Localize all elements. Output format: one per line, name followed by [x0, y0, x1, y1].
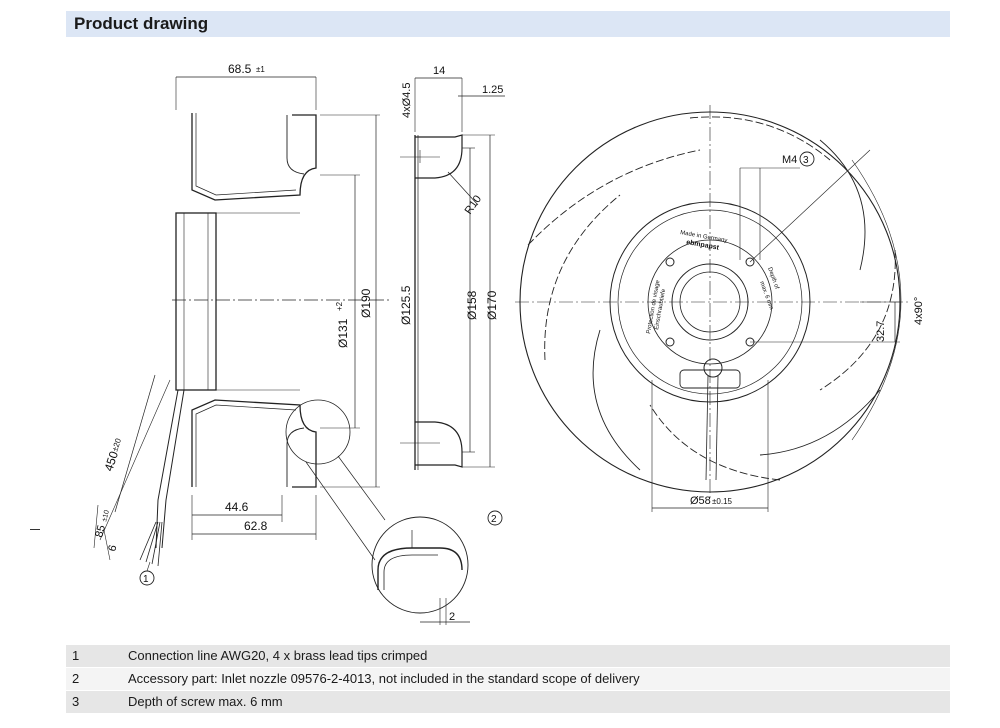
- dim-lead-tol: ±10: [101, 509, 111, 522]
- dim-d158: Ø158: [465, 290, 479, 320]
- callout-1: 1: [143, 574, 149, 585]
- note-number: 1: [72, 648, 80, 663]
- dim-1-25: 1.25: [482, 84, 503, 96]
- dim-cable-length: 450: [102, 449, 122, 473]
- front-view-labels: M4 3 Made in Germany ebmpapst Depth of m…: [646, 154, 925, 507]
- label-depth-1: Depth of: [766, 267, 780, 291]
- dim-d131-tol: +2: [335, 301, 344, 311]
- label-m4: M4: [782, 154, 797, 166]
- note-row: 2 Accessory part: Inlet nozzle 09576-2-4…: [66, 667, 950, 690]
- note-text: Depth of screw max. 6 mm: [128, 694, 283, 709]
- section-view: [400, 77, 505, 470]
- section-header: Product drawing: [66, 11, 950, 37]
- section-title: Product drawing: [74, 14, 209, 33]
- dim-62-8: 62.8: [244, 519, 268, 533]
- dim-width-tol: ±1: [256, 65, 265, 74]
- dim-d58-tol: ±0.15: [712, 497, 733, 506]
- note-text: Connection line AWG20, 4 x brass lead ti…: [128, 648, 428, 663]
- dim-holes: 4xØ4.5: [401, 83, 413, 118]
- note-number: 2: [72, 671, 80, 686]
- dim-d125-5: Ø125.5: [399, 285, 413, 325]
- technical-drawing: 68.5 ±1 Ø131 +2 Ø190 44.6 62.8 450 ±20 8…: [93, 62, 925, 625]
- dim-width: 68.5: [228, 62, 252, 76]
- dim-14: 14: [433, 65, 445, 77]
- dim-lead-length: 85: [93, 524, 108, 539]
- note-number: 3: [72, 694, 80, 709]
- dim-d131: Ø131: [336, 318, 350, 348]
- dim-4x90: 4x90°: [913, 297, 925, 325]
- notes-table: 1 Connection line AWG20, 4 x brass lead …: [66, 644, 950, 713]
- margin-mark: [30, 529, 40, 530]
- callout-3: 3: [803, 155, 809, 166]
- detail-view-labels: 2 2: [449, 514, 497, 623]
- callout-2: 2: [491, 514, 497, 525]
- dim-44-6: 44.6: [225, 500, 249, 514]
- side-view-labels: 68.5 ±1 Ø131 +2 Ø190 44.6 62.8 450 ±20 8…: [93, 62, 373, 585]
- dim-r10: R10: [463, 193, 484, 216]
- dim-d58: Ø58: [690, 495, 711, 507]
- side-view: [93, 76, 392, 586]
- note-text: Accessory part: Inlet nozzle 09576-2-401…: [128, 671, 640, 686]
- dim-d170: Ø170: [485, 290, 499, 320]
- section-view-labels: 4xØ4.5 14 1.25 R10 Ø125.5 Ø158 Ø170: [399, 65, 503, 325]
- dim-cable-tol: ±20: [110, 437, 123, 453]
- note-row: 3 Depth of screw max. 6 mm: [66, 690, 950, 713]
- dim-six: 6: [106, 544, 119, 553]
- dim-32-7: 32.7: [875, 321, 887, 342]
- detail-view: [305, 455, 503, 625]
- front-view: [515, 105, 908, 512]
- dim-d190: Ø190: [359, 288, 373, 318]
- dim-2: 2: [449, 611, 455, 623]
- note-row: 1 Connection line AWG20, 4 x brass lead …: [66, 644, 950, 667]
